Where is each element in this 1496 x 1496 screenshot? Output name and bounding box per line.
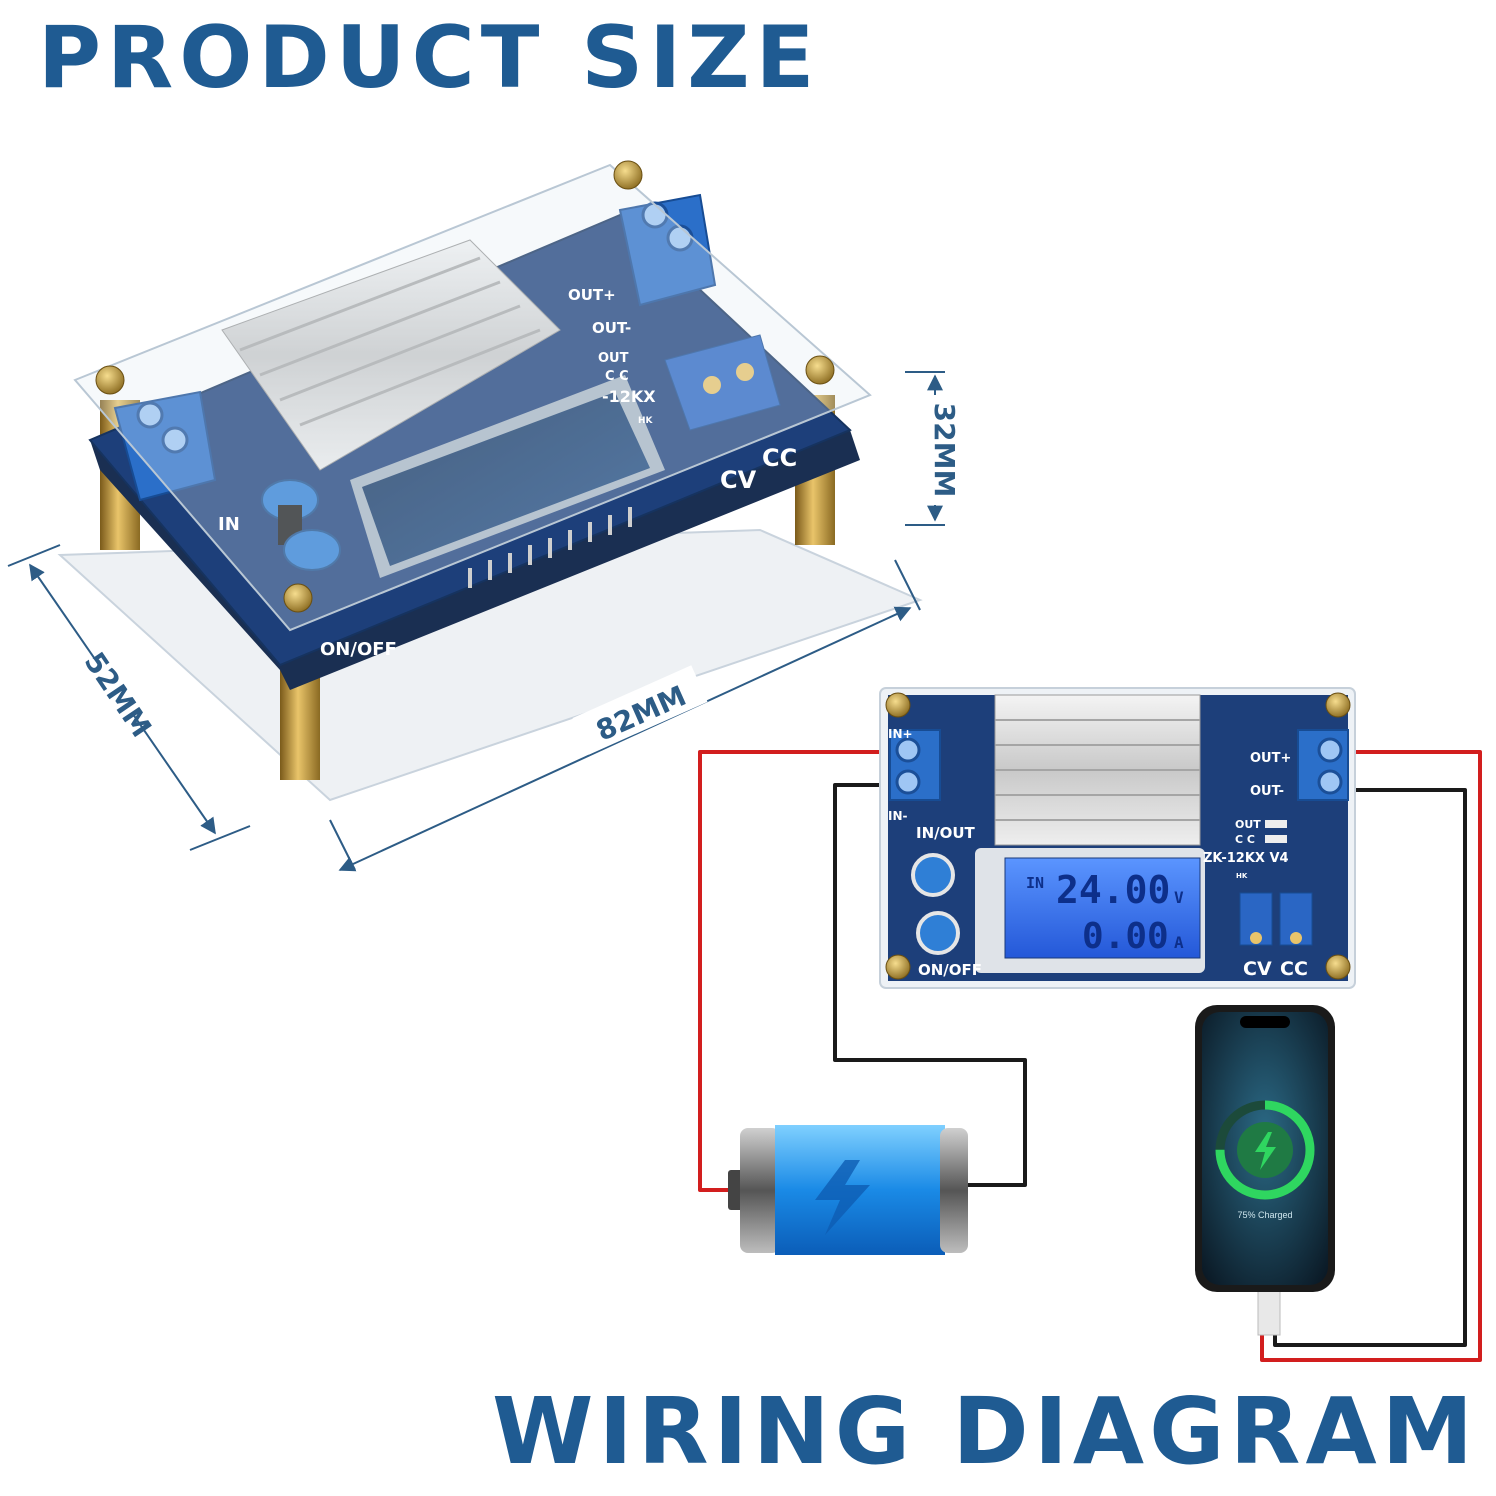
- in-label-3d: IN: [218, 514, 240, 535]
- out-minus-label-3d: OUT-: [592, 319, 631, 337]
- led-out-label-3d: OUT: [598, 351, 629, 366]
- lcd-amp-unit: A: [1174, 933, 1184, 952]
- led-out-label: OUT: [1235, 818, 1261, 831]
- in-out-label: IN/OUT: [916, 824, 976, 842]
- model-label: ZK-12KX V4: [1203, 851, 1289, 866]
- battery: [728, 1125, 968, 1255]
- hk-label: HK: [1236, 872, 1248, 880]
- module-top-view: IN 24.00 V 0.00 A IN+ IN- OUT+ OUT- IN/O…: [879, 687, 1356, 989]
- product-3d-view: OUT+ OUT- OUT C C -12KX HK CV CC ON/OFF …: [57, 160, 923, 802]
- cv-label-3d: CV: [720, 466, 757, 494]
- phone: 75% Charged: [1195, 1005, 1335, 1336]
- out-minus-label: OUT-: [1250, 784, 1284, 799]
- on-off-label-3d: ON/OFF: [320, 639, 397, 660]
- out-plus-label: OUT+: [1250, 751, 1291, 766]
- cc-label-3d: CC: [762, 444, 797, 472]
- hk-label-3d: HK: [638, 416, 654, 426]
- cc-label: CC: [1280, 958, 1308, 980]
- lcd-current: 0.00: [1082, 916, 1169, 957]
- lightning-icon: [815, 1160, 870, 1235]
- model-label-3d: -12KX: [602, 387, 656, 406]
- led-cc-label-3d: C C: [605, 369, 629, 384]
- lcd-in-label: IN: [1026, 874, 1044, 892]
- product-size-title: PRODUCT SIZE: [38, 8, 821, 108]
- out-plus-label-3d: OUT+: [568, 286, 616, 304]
- on-off-label: ON/OFF: [918, 961, 982, 979]
- led-cc-label: C C: [1235, 833, 1255, 846]
- phone-status-text: 75% Charged: [1237, 1210, 1292, 1220]
- height-dimension: 32MM: [928, 403, 961, 498]
- charging-bolt-icon: [1255, 1132, 1276, 1170]
- in-plus-label: IN+: [888, 727, 913, 741]
- in-minus-label: IN-: [888, 809, 908, 823]
- cv-label: CV: [1243, 958, 1272, 980]
- wiring-diagram-title: WIRING DIAGRAM: [492, 1378, 1479, 1485]
- lcd-volt-unit: V: [1174, 888, 1184, 907]
- lcd-voltage: 24.00: [1056, 868, 1170, 912]
